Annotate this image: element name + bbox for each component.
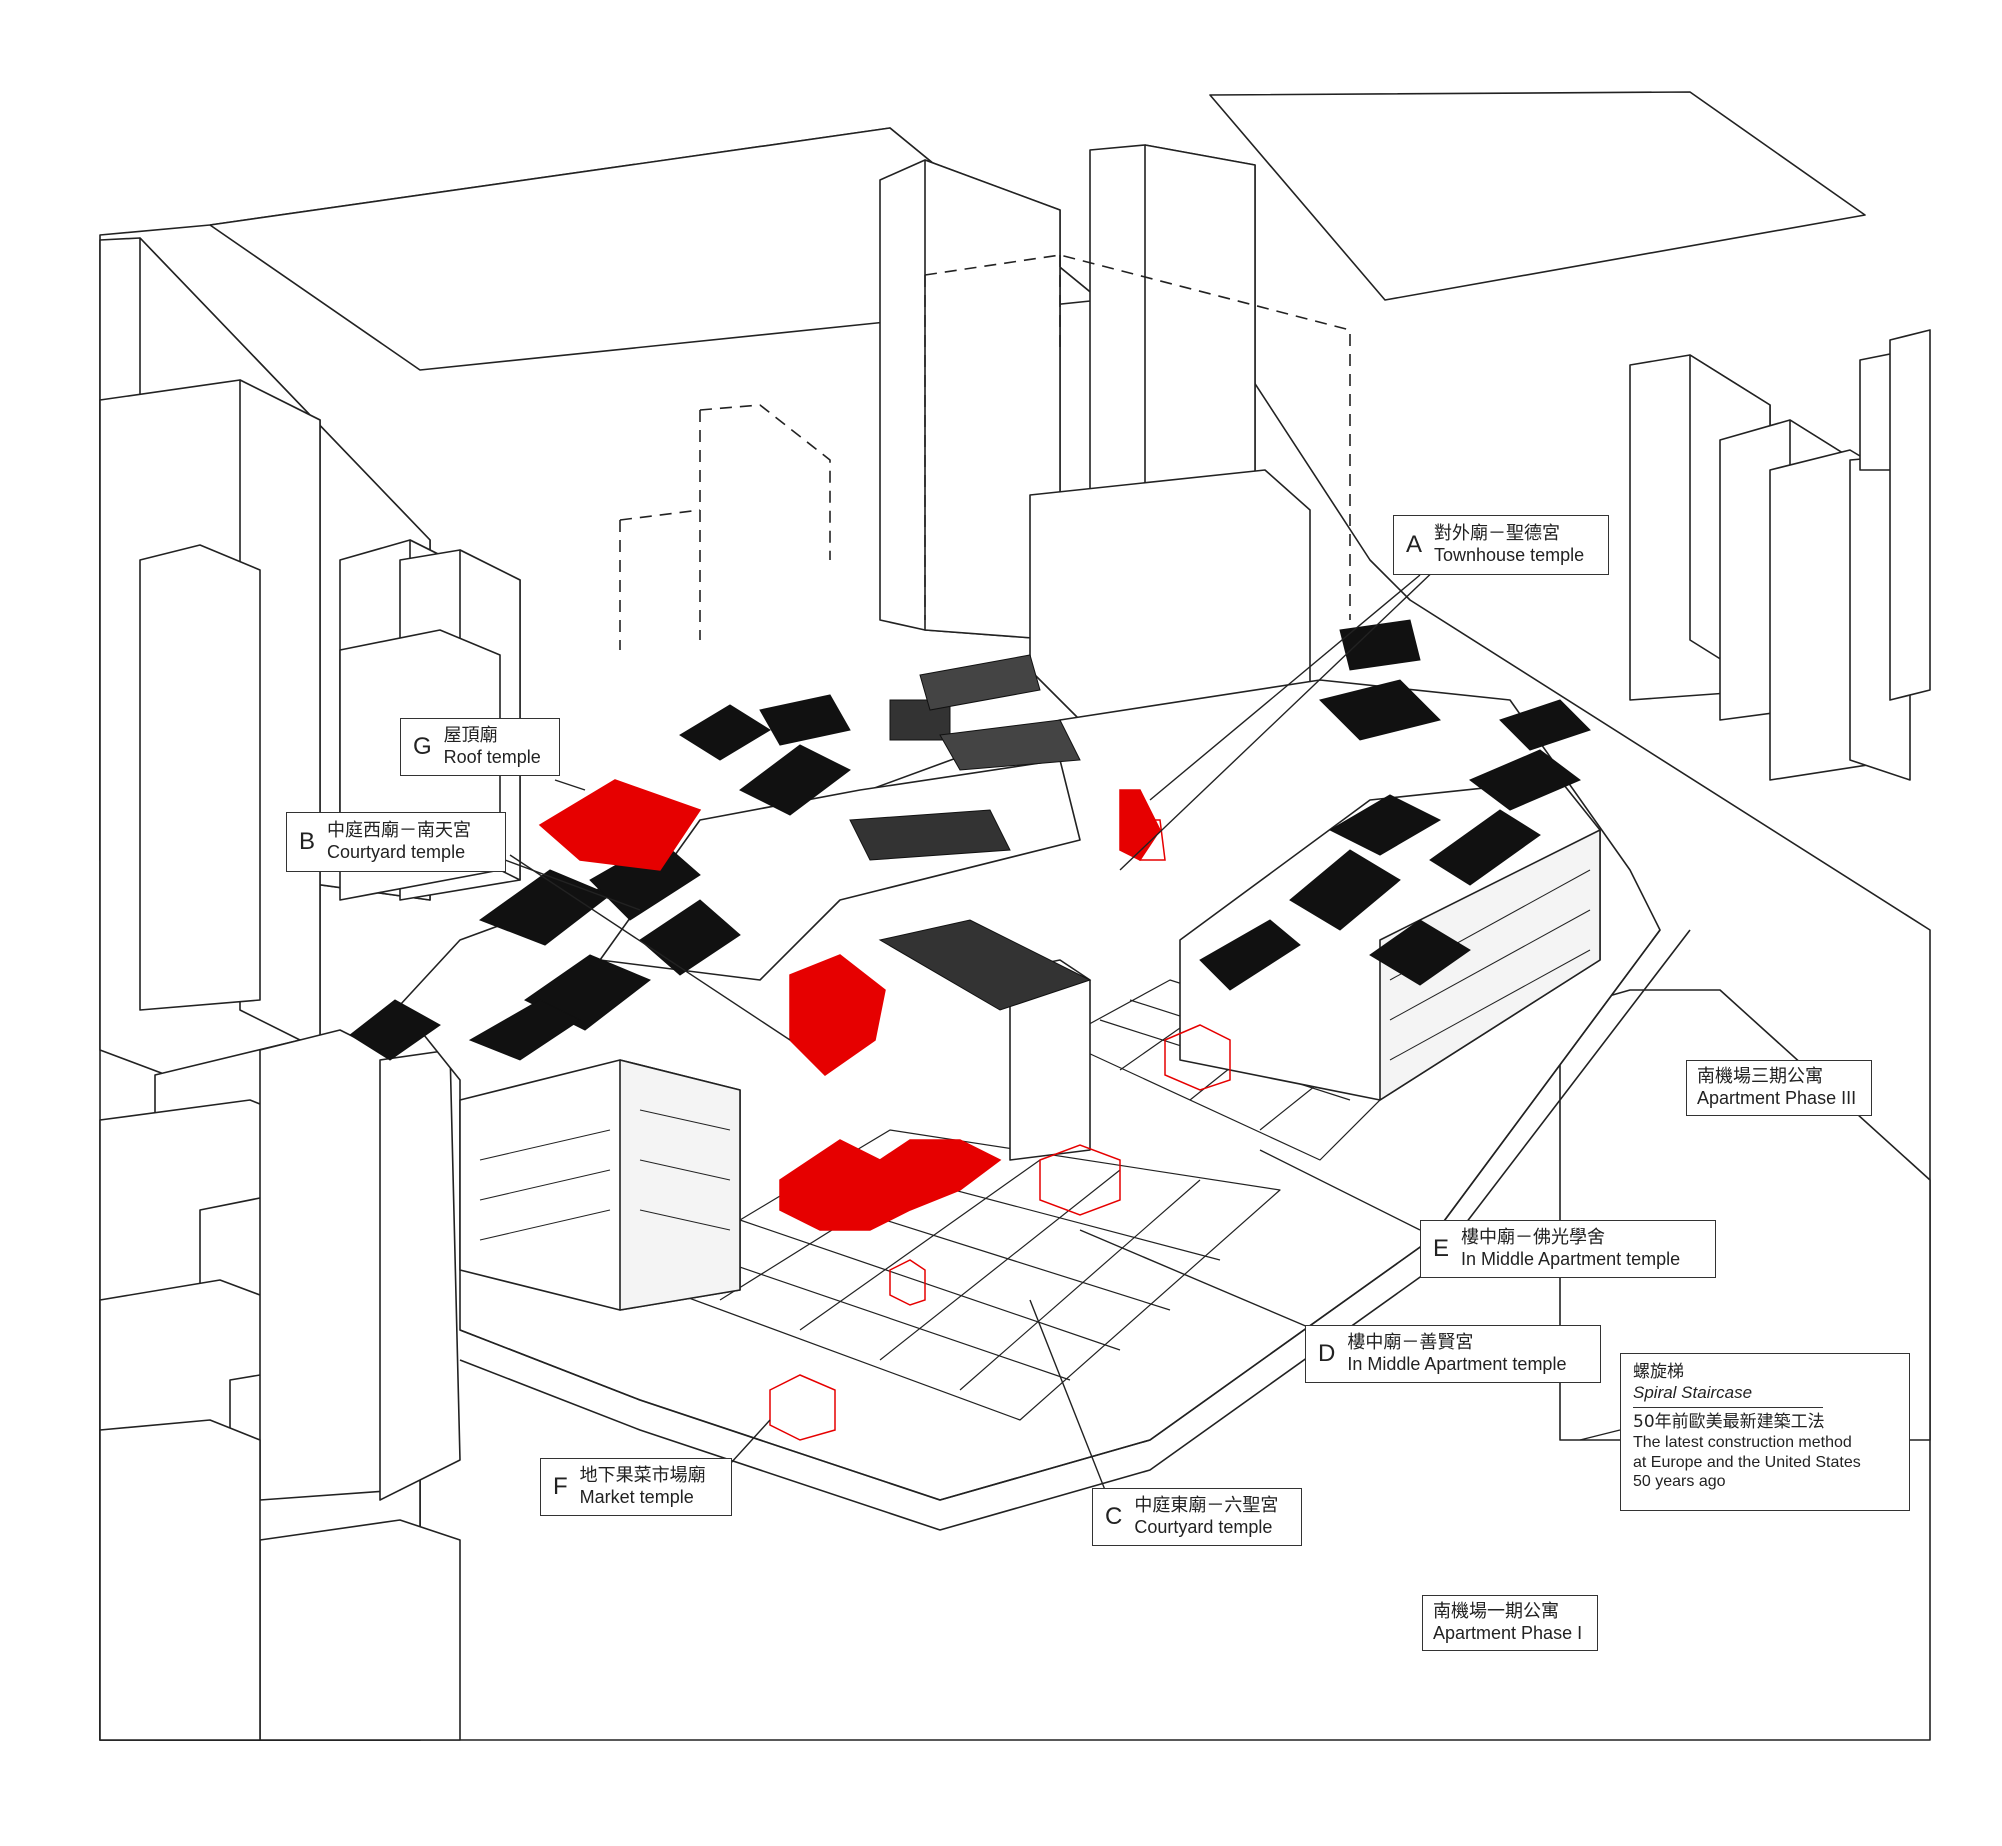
callout-letter: B	[299, 828, 316, 855]
callout-letter: F	[553, 1473, 568, 1500]
temple-g-marker[interactable]	[1134, 819, 1166, 861]
note-body-line-1: The latest construction method	[1633, 1434, 1852, 1452]
callout-letter: E	[1433, 1235, 1450, 1262]
callout-letter: C	[1105, 1503, 1123, 1530]
apartment-phase-1-english: Apartment Phase I	[1433, 1623, 1583, 1643]
callout-chinese-label: 樓中廟－善賢宮	[1347, 1332, 1474, 1354]
apartment-phase-1-chinese: 南機場一期公寓	[1433, 1601, 1559, 1623]
callout-a: A 對外廟－聖德宮 Townhouse temple	[1393, 515, 1609, 575]
callout-english-label: In Middle Apartment temple	[1461, 1249, 1681, 1269]
callout-chinese-label: 中庭西廟－南天宮	[327, 820, 472, 842]
callout-english-label: Roof temple	[443, 747, 541, 767]
note-title-english: Spiral Staircase	[1633, 1382, 1753, 1402]
note-title-chinese: 螺旋梯	[1633, 1362, 1684, 1382]
temple-misc[interactable]	[889, 1259, 926, 1306]
callout-e: E 樓中廟－佛光學舍 In Middle Apartment temple	[1420, 1220, 1716, 1278]
note-divider	[1633, 1407, 1823, 1409]
callout-chinese-label: 對外廟－聖德宮	[1434, 523, 1561, 545]
callout-chinese-label: 屋頂廟	[443, 725, 498, 747]
note-body-line-2: at Europe and the United States	[1633, 1453, 1861, 1471]
leader-lines	[504, 564, 1621, 1491]
callout-chinese-label: 中庭東廟－六聖宮	[1134, 1495, 1279, 1517]
callout-letter: A	[1406, 531, 1423, 558]
label-apartment-phase-1: 南機場一期公寓 Apartment Phase I	[1422, 1595, 1598, 1651]
callout-english-label: In Middle Apartment temple	[1347, 1354, 1567, 1374]
callout-english-label: Market temple	[579, 1487, 694, 1507]
temple-d-cluster[interactable]	[1039, 1144, 1121, 1216]
callout-letter: G	[413, 733, 432, 760]
note-body-chinese: 50年前歐美最新建築工法	[1633, 1412, 1825, 1433]
apartment-phase-3-english: Apartment Phase III	[1697, 1088, 1857, 1108]
apartment-phase-3-chinese: 南機場三期公寓	[1697, 1066, 1823, 1088]
temple-b-roof[interactable]	[538, 779, 702, 871]
callout-d: D 樓中廟－善賢宮 In Middle Apartment temple	[1305, 1325, 1601, 1383]
callout-english-label: Courtyard temple	[327, 842, 466, 862]
callout-english-label: Courtyard temple	[1134, 1517, 1273, 1537]
spiral-staircase-note: 螺旋梯 Spiral Staircase 50年前歐美最新建築工法 The la…	[1620, 1353, 1910, 1511]
callout-chinese-label: 地下果菜市場廟	[579, 1465, 706, 1487]
callout-g: G 屋頂廟 Roof temple	[400, 718, 560, 776]
perimeter-sidewalk	[459, 929, 1661, 1501]
callout-english-label: Townhouse temple	[1434, 545, 1585, 565]
temple-f-cluster[interactable]	[769, 1374, 836, 1441]
future-tower-outline	[619, 254, 1351, 650]
callout-chinese-label: 樓中廟－佛光學舍	[1461, 1227, 1606, 1249]
temple-e-cluster[interactable]	[1164, 1024, 1231, 1091]
callout-c: C 中庭東廟－六聖宮 Courtyard temple	[1092, 1488, 1302, 1546]
temple-a-marker[interactable]	[1119, 789, 1161, 861]
callout-b: B 中庭西廟－南天宮 Courtyard temple	[286, 812, 506, 872]
note-body-line-3: 50 years ago	[1633, 1473, 1726, 1491]
right-buildings	[1629, 329, 1931, 781]
temple-c-roof[interactable]	[779, 1139, 1002, 1231]
block-northeast-plot	[1209, 91, 1866, 301]
black-roofs	[349, 619, 1591, 1061]
label-apartment-phase-3: 南機場三期公寓 Apartment Phase III	[1686, 1060, 1872, 1116]
callout-f: F 地下果菜市場廟 Market temple	[540, 1458, 732, 1516]
callout-letter: D	[1318, 1340, 1336, 1367]
